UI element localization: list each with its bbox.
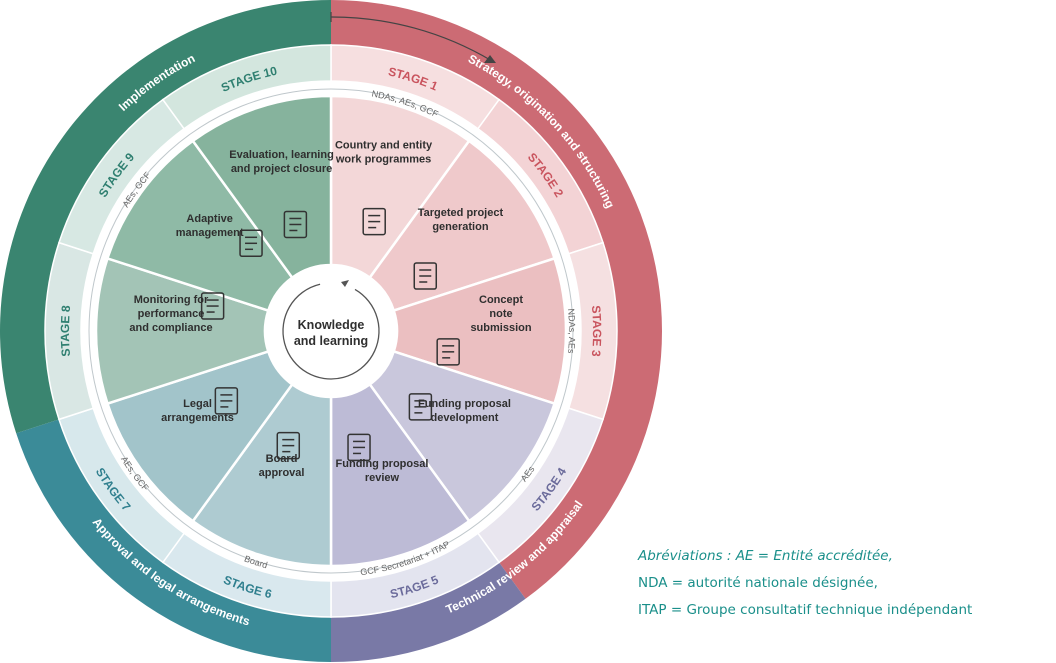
stage-8-title-line-2: performance	[138, 308, 205, 320]
stage-1-title-line-1: Country and entity	[335, 139, 433, 151]
phase-technical-review-segment	[331, 562, 526, 662]
stage-5-title-line-2: review	[365, 472, 400, 484]
stage-6-title-line-2: approval	[259, 467, 305, 479]
stage-sectors	[94, 94, 568, 568]
document-pen-icon	[436, 338, 460, 366]
monitor-search-icon	[200, 292, 225, 320]
document-search-icon	[347, 433, 371, 462]
stage-10-title-line-1: Evaluation, learning	[229, 149, 334, 161]
stage-8-title-line-1: Monitoring for	[134, 294, 209, 306]
stage-4-title-line-2: development	[431, 412, 499, 424]
phase-approval-segment	[16, 419, 332, 662]
stage-4-title-line-1: Funding proposal	[418, 398, 511, 410]
stage-3-title-line-2: note	[489, 308, 512, 320]
stage-3-actors: NDAs, AEs	[566, 308, 577, 354]
center-circle	[265, 265, 397, 397]
abbreviations-legend: Abréviations : AE = Entité accréditée, N…	[638, 546, 1056, 627]
report-chart-icon	[408, 393, 433, 421]
stage-7-title-line-1: Legal	[183, 398, 212, 410]
stage-3-label: STAGE 3	[589, 305, 604, 358]
stage-1-title-line-2: work programmes	[335, 153, 431, 165]
scales-icon	[214, 387, 239, 415]
stage-6-title-line-1: Board	[266, 453, 298, 465]
center-title-line2: and learning	[294, 334, 368, 348]
direction-arrow	[330, 12, 496, 63]
legend-line-ae: Abréviations : AE = Entité accréditée,	[638, 548, 893, 564]
legend-line-itap: ITAP = Groupe consultatif technique indé…	[638, 602, 973, 618]
center-hub: Knowledge and learning	[265, 265, 397, 397]
center-title-line1: Knowledge	[298, 318, 365, 332]
phase-strategy-segment	[331, 0, 662, 599]
center-cycle-arrow	[282, 282, 380, 380]
stage-3-title-line-1: Concept	[479, 294, 523, 306]
stage-8-label: STAGE 8	[58, 305, 73, 358]
legend-line-nda: NDA = autorité nationale désignée,	[638, 575, 878, 591]
phase-implementation-segment	[0, 0, 331, 434]
center-arrowhead	[341, 280, 349, 287]
stage-icons	[200, 207, 460, 462]
stage-3-title-line-3: submission	[470, 322, 531, 334]
team-network-icon	[413, 262, 438, 290]
gear-hand-icon	[239, 229, 263, 258]
certificate-book-icon	[283, 210, 308, 239]
stage-10-title-line-2: and project closure	[231, 163, 332, 175]
stage-2-title-line-2: generation	[432, 221, 489, 233]
stage-9-title-line-2: management	[176, 227, 244, 239]
stage-8-title-line-3: and compliance	[129, 322, 212, 334]
gavel-icon	[276, 431, 301, 460]
stage-5-title-line-1: Funding proposal	[336, 458, 429, 470]
stage-9-title-line-1: Adaptive	[186, 213, 232, 225]
stage-2-title-line-1: Targeted project	[418, 207, 504, 219]
stage-7-title-line-2: arrangements	[161, 412, 234, 424]
checklist-icon	[362, 207, 386, 236]
